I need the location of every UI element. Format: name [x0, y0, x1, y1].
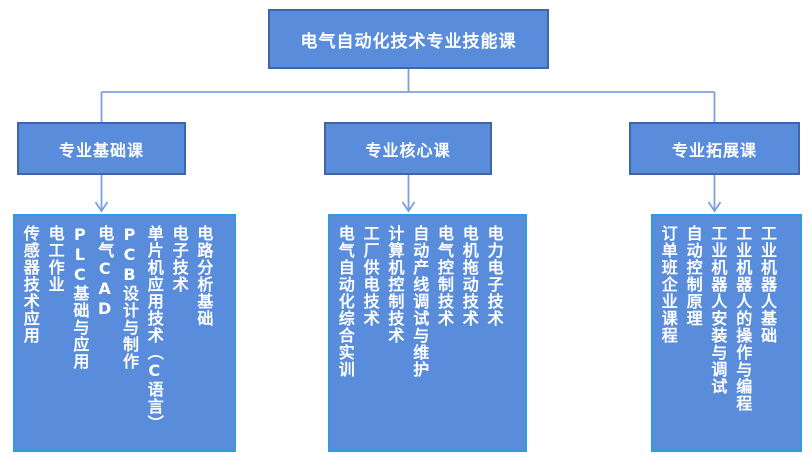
root-node: 电气自动化技术专业技能课	[268, 9, 549, 69]
branch-node-extension: 专业拓展课	[629, 122, 800, 175]
arrow-head-left	[94, 201, 109, 213]
course-item: 工业机器人基础	[757, 225, 777, 344]
root-node-label: 电气自动化技术专业技能课	[300, 31, 517, 52]
course-item: 电机拖动技术	[459, 225, 479, 327]
course-list-core: 电力电子技术电机拖动技术电气控制技术自动产线调试与维护计算机控制技术工厂供电技术…	[330, 216, 518, 450]
course-item: 传感器技术应用	[20, 225, 40, 344]
course-item: 单片机应用技术（C语言）	[144, 225, 164, 432]
course-item: 订单班企业课程	[658, 225, 678, 344]
course-item: 电路分析基础	[194, 225, 214, 327]
branch-node-extension-label: 专业拓展课	[671, 140, 757, 160]
course-item: 电子技术	[169, 225, 189, 293]
course-item: 自动产线调试与维护	[410, 225, 430, 378]
course-item: 计算机控制技术	[385, 225, 405, 344]
branch-node-core-label: 专业核心课	[365, 140, 451, 160]
course-item: 自动控制原理	[683, 225, 703, 327]
course-box-extension: 工业机器人基础工业机器人的操作与编程工业机器人安装与调试自动控制原理订单班企业课…	[651, 214, 802, 452]
arrow-head-center	[401, 201, 416, 213]
course-item: 工厂供电技术	[360, 225, 380, 327]
course-item: PCB设计与制作	[119, 225, 139, 370]
course-item: 电气CAD	[95, 225, 115, 319]
branch-node-basic: 专业基础课	[17, 122, 186, 175]
course-item: 电力电子技术	[484, 225, 504, 327]
course-item: 工业机器人安装与调试	[708, 225, 728, 395]
course-box-core: 电力电子技术电机拖动技术电气控制技术自动产线调试与维护计算机控制技术工厂供电技术…	[328, 214, 527, 452]
course-item: 工业机器人的操作与编程	[733, 225, 753, 412]
course-item: 电工作业	[45, 225, 65, 293]
branch-node-basic-label: 专业基础课	[58, 140, 144, 160]
arrow-head-right	[707, 201, 722, 213]
course-item: PLC基础与应用	[70, 225, 90, 370]
course-list-extension: 工业机器人基础工业机器人的操作与编程工业机器人安装与调试自动控制原理订单班企业课…	[653, 216, 791, 450]
course-item: 电气自动化综合实训	[335, 225, 355, 378]
branch-node-core: 专业核心课	[324, 122, 492, 175]
course-item: 电气控制技术	[434, 225, 454, 327]
